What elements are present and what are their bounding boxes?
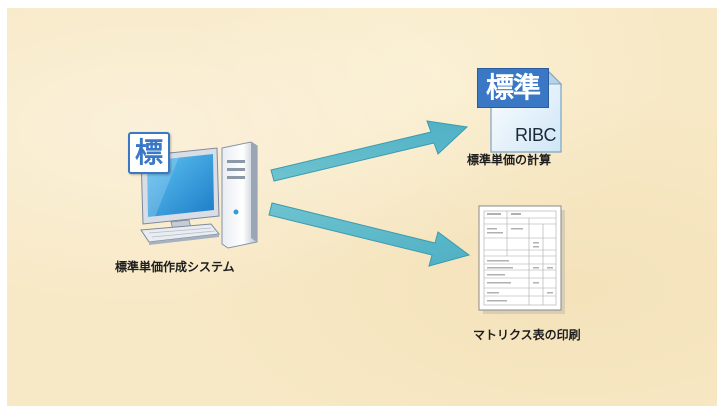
document-brand: RIBC [515, 125, 557, 145]
print-label: マトリクス表の印刷 [473, 328, 581, 342]
system-badge-text: 標 [134, 136, 163, 169]
source-label: 標準単価作成システム [115, 260, 235, 274]
calculation-label: 標準単価の計算 [467, 153, 552, 167]
arrow-to-print [268, 202, 471, 267]
matrix-printout-icon [478, 205, 565, 314]
document-badge-text: 標準 [485, 71, 541, 104]
document-badge: 標準 [477, 68, 549, 108]
system-badge-icon: 標 [128, 132, 170, 174]
arrow-to-calculation [270, 120, 469, 182]
diagram-canvas: 標 標準単価作成システム 標準 RIBC 標準単価の計算 [7, 8, 717, 406]
